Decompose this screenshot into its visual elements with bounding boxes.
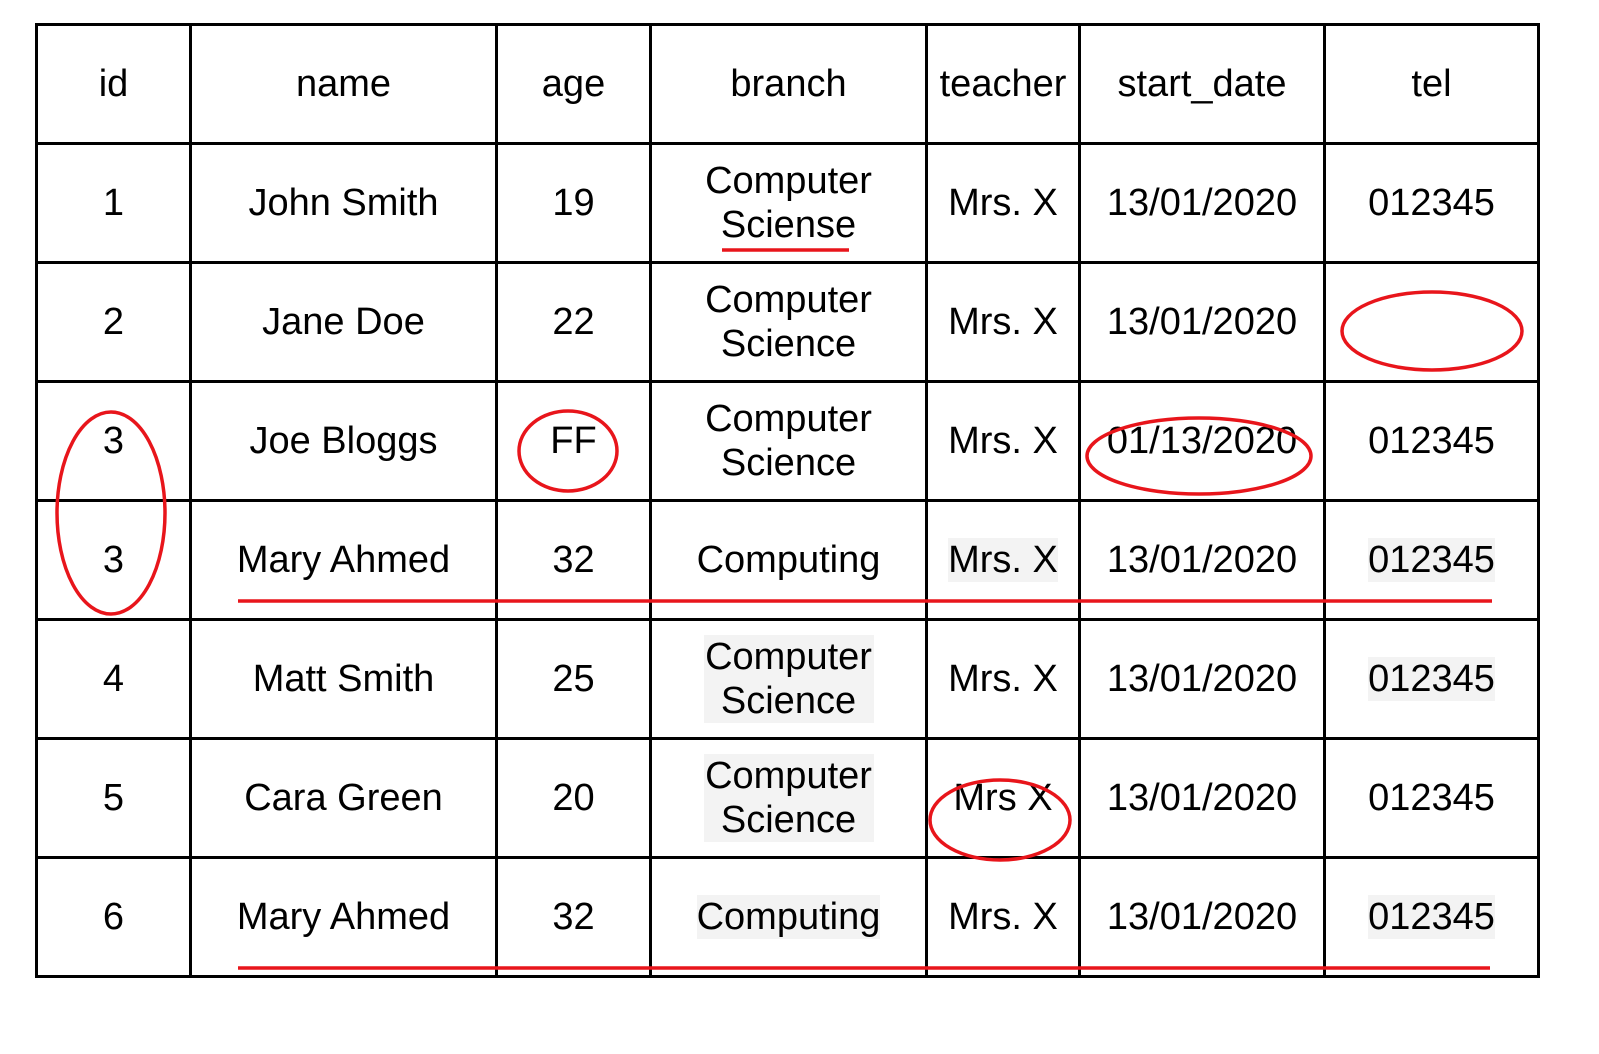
cell-tel: 012345 bbox=[1323, 499, 1540, 621]
cell-branch: Computing bbox=[649, 499, 928, 621]
cell-teacher: Mrs. X bbox=[925, 142, 1081, 264]
header-branch: branch bbox=[649, 23, 928, 145]
header-age: age bbox=[495, 23, 652, 145]
cell-branch: Computer Science bbox=[649, 380, 928, 502]
table-row: 6 Mary Ahmed 32 Computing Mrs. X 13/01/2… bbox=[35, 856, 1540, 978]
table-row: 5 Cara Green 20 Computer Science Mrs X 1… bbox=[35, 737, 1540, 859]
cell-tel: 012345 bbox=[1323, 380, 1540, 502]
cell-name: Joe Bloggs bbox=[189, 380, 498, 502]
cell-name: Jane Doe bbox=[189, 261, 498, 383]
cell-name: Matt Smith bbox=[189, 618, 498, 740]
table-row: 1 John Smith 19 Computer Sciense Mrs. X … bbox=[35, 142, 1540, 264]
cell-branch: Computing bbox=[649, 856, 928, 978]
cell-branch: Computer Science bbox=[649, 737, 928, 859]
table-row: 3 Joe Bloggs FF Computer Science Mrs. X … bbox=[35, 380, 1540, 502]
cell-id: 1 bbox=[35, 142, 192, 264]
cell-start-date: 13/01/2020 bbox=[1078, 261, 1326, 383]
cell-tel: 012345 bbox=[1323, 618, 1540, 740]
cell-age: 32 bbox=[495, 499, 652, 621]
cell-id: 2 bbox=[35, 261, 192, 383]
cell-branch: Computer Science bbox=[649, 618, 928, 740]
cell-id: 5 bbox=[35, 737, 192, 859]
cell-teacher: Mrs. X bbox=[925, 261, 1081, 383]
cell-age: 32 bbox=[495, 856, 652, 978]
header-row: id name age branch teacher start_date te… bbox=[35, 23, 1540, 145]
cell-name: Cara Green bbox=[189, 737, 498, 859]
table-row: 4 Matt Smith 25 Computer Science Mrs. X … bbox=[35, 618, 1540, 740]
cell-start-date: 13/01/2020 bbox=[1078, 499, 1326, 621]
cell-teacher: Mrs. X bbox=[925, 618, 1081, 740]
header-id: id bbox=[35, 23, 192, 145]
cell-start-date: 13/01/2020 bbox=[1078, 737, 1326, 859]
cell-teacher: Mrs X bbox=[925, 737, 1081, 859]
cell-age: 25 bbox=[495, 618, 652, 740]
cell-start-date: 13/01/2020 bbox=[1078, 618, 1326, 740]
header-name: name bbox=[189, 23, 498, 145]
cell-teacher: Mrs. X bbox=[925, 856, 1081, 978]
cell-teacher: Mrs. X bbox=[925, 380, 1081, 502]
cell-start-date: 13/01/2020 bbox=[1078, 856, 1326, 978]
cell-tel: 012345 bbox=[1323, 856, 1540, 978]
cell-id: 6 bbox=[35, 856, 192, 978]
cell-id: 4 bbox=[35, 618, 192, 740]
table-row: 3 Mary Ahmed 32 Computing Mrs. X 13/01/2… bbox=[35, 499, 1540, 621]
header-start-date: start_date bbox=[1078, 23, 1326, 145]
header-tel: tel bbox=[1323, 23, 1540, 145]
cell-age: 19 bbox=[495, 142, 652, 264]
student-table: id name age branch teacher start_date te… bbox=[35, 23, 1540, 978]
cell-start-date: 01/13/2020 bbox=[1078, 380, 1326, 502]
cell-name: Mary Ahmed bbox=[189, 856, 498, 978]
cell-start-date: 13/01/2020 bbox=[1078, 142, 1326, 264]
cell-age: 22 bbox=[495, 261, 652, 383]
header-teacher: teacher bbox=[925, 23, 1081, 145]
cell-tel bbox=[1323, 261, 1540, 383]
cell-branch: Computer Sciense bbox=[649, 142, 928, 264]
cell-tel: 012345 bbox=[1323, 737, 1540, 859]
cell-name: John Smith bbox=[189, 142, 498, 264]
table-row: 2 Jane Doe 22 Computer Science Mrs. X 13… bbox=[35, 261, 1540, 383]
cell-name: Mary Ahmed bbox=[189, 499, 498, 621]
cell-teacher: Mrs. X bbox=[925, 499, 1081, 621]
cell-age: FF bbox=[495, 380, 652, 502]
cell-tel: 012345 bbox=[1323, 142, 1540, 264]
cell-id: 3 bbox=[35, 499, 192, 621]
cell-id: 3 bbox=[35, 380, 192, 502]
cell-branch: Computer Science bbox=[649, 261, 928, 383]
cell-age: 20 bbox=[495, 737, 652, 859]
